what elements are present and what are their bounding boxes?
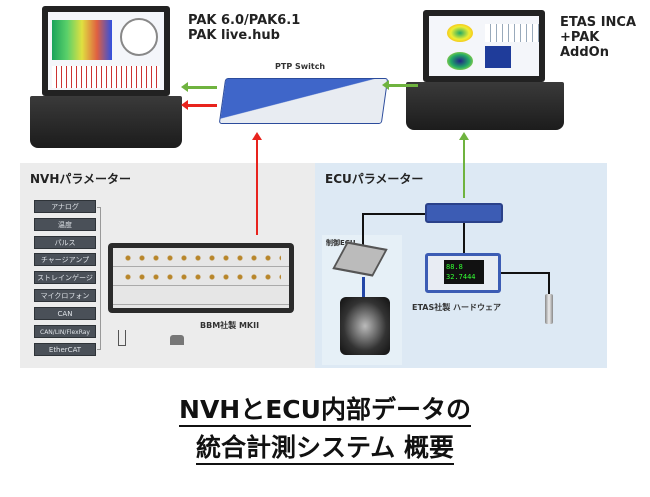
microphone-stand-icon <box>170 335 184 345</box>
display-value-2: 32.7444 <box>446 273 476 281</box>
lambda-sensor <box>545 294 553 324</box>
inca-laptop-keyboard <box>406 82 564 130</box>
green-line-from-ecu <box>463 140 465 198</box>
signal-bracket <box>97 207 101 350</box>
cable-module-to-hw <box>463 223 465 253</box>
signal-pulse: パルス <box>34 236 96 249</box>
green-arrow-to-pak <box>181 82 217 92</box>
nvh-title: NVHパラメーター <box>30 172 132 186</box>
ecu-title: ECUパラメーター <box>325 172 424 186</box>
pak-laptop-keyboard <box>30 96 182 148</box>
engine <box>340 297 390 355</box>
signal-can: CAN <box>34 307 96 320</box>
sensor-icon <box>118 330 126 346</box>
etas-hardware-label: ETAS社製 ハードウェア <box>412 303 502 312</box>
green-arrowhead <box>459 132 469 140</box>
pak-label-line2: PAK live.hub <box>188 28 280 43</box>
display-value-1: 88.8 <box>446 263 463 271</box>
inca-label-line1: ETAS INCA <box>560 15 637 30</box>
signal-analog: アナログ <box>34 200 96 213</box>
caption-line2-text: 統合計測システム 概要 <box>196 433 454 465</box>
cable-hw-to-sensor <box>501 272 549 274</box>
cable-module-to-ecu-v <box>362 213 364 245</box>
bbm-mkii-device <box>108 243 294 313</box>
signal-strain-gauge: ストレインゲージ <box>34 271 96 284</box>
caption-line1-text: NVHとECU内部データの <box>179 395 471 427</box>
inca-laptop-screen <box>423 10 545 82</box>
signal-temperature: 温度 <box>34 218 96 231</box>
pak-laptop-label: PAK 6.0/PAK6.1 PAK live.hub <box>188 13 300 43</box>
caption-line2: 統合計測システム 概要 <box>0 428 650 465</box>
pak-label-line1: PAK 6.0/PAK6.1 <box>188 13 301 28</box>
bbm-device-label: BBM社製 MKII <box>200 321 260 330</box>
signal-microphone: マイクロフォン <box>34 289 96 302</box>
ptp-switch-label: PTP Switch <box>275 62 326 71</box>
red-arrow-to-pak <box>181 100 217 110</box>
pak-laptop-screen <box>42 6 170 96</box>
cable-hw-to-sensor-v <box>548 272 550 294</box>
caption-line1: NVHとECU内部データの <box>0 390 650 427</box>
red-arrowhead <box>252 132 262 140</box>
signal-ethercat: EtherCAT <box>34 343 96 356</box>
control-ecu-label: 制御ECU <box>326 239 356 247</box>
green-arrow-to-switch <box>382 80 418 90</box>
red-line-from-nvh <box>256 140 258 235</box>
etas-interface-module <box>425 203 503 223</box>
cable-module-to-ecu <box>362 213 425 215</box>
cable-ecu-to-engine <box>362 277 365 297</box>
inca-laptop-label: ETAS INCA +PAK AddOn <box>560 15 650 60</box>
etas-hardware: 88.8 32.7444 <box>425 253 501 293</box>
ptp-switch <box>218 78 389 124</box>
signal-charge-amp: チャージアンプ <box>34 253 96 266</box>
signal-can-lin-flexray: CAN/LIN/FlexRay <box>34 325 96 338</box>
inca-label-line2: +PAK AddOn <box>560 30 609 60</box>
